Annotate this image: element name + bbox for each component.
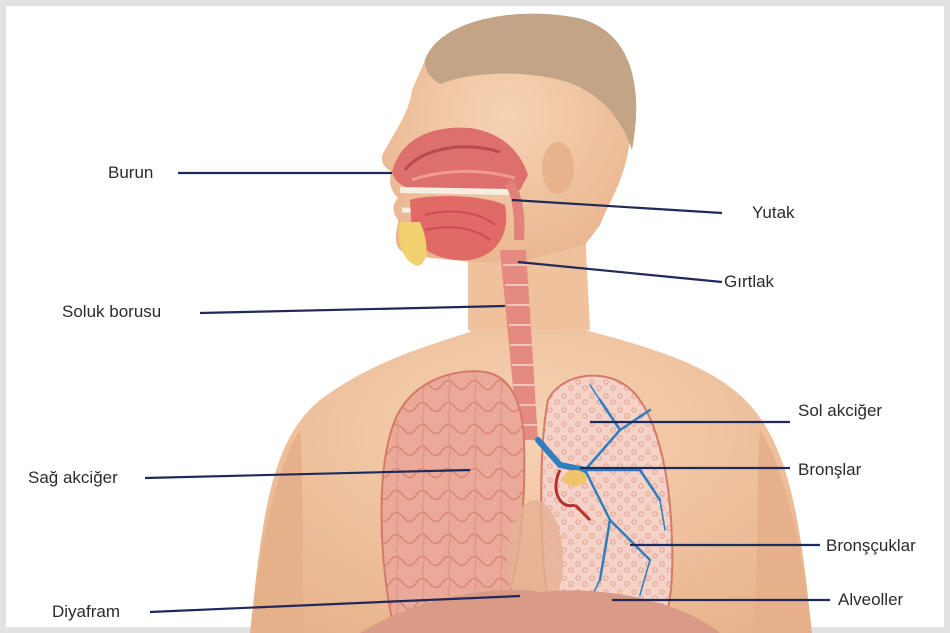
leader-soluk-borusu bbox=[200, 306, 505, 313]
right-arm bbox=[250, 430, 305, 633]
right-lung bbox=[381, 371, 524, 621]
label-bronscuklar: Bronşçuklar bbox=[826, 537, 916, 554]
label-yutak: Yutak bbox=[752, 204, 795, 221]
label-alveoller: Alveoller bbox=[838, 591, 903, 608]
ear bbox=[542, 142, 574, 194]
label-diyafram: Diyafram bbox=[52, 603, 120, 620]
label-bronslar: Bronşlar bbox=[798, 461, 861, 478]
chin bbox=[399, 222, 427, 266]
label-soluk-borusu: Soluk borusu bbox=[62, 303, 161, 320]
label-burun: Burun bbox=[108, 164, 153, 181]
label-girtlak: Gırtlak bbox=[724, 273, 774, 290]
label-sag-akciger: Sağ akciğer bbox=[28, 469, 118, 486]
bronchial-junction bbox=[563, 470, 587, 486]
label-sol-akciger: Sol akciğer bbox=[798, 402, 882, 419]
